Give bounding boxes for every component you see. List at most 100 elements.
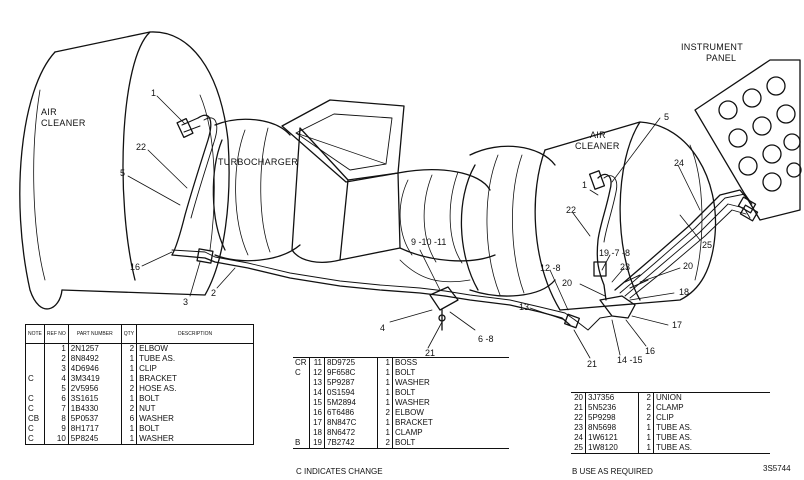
table-cell xyxy=(293,408,310,418)
table-cell: 1 xyxy=(121,394,138,404)
left-air-cleaner-label-2: CLEANER xyxy=(41,118,86,128)
header-qty: QTY xyxy=(121,324,138,344)
table-cell: BOLT xyxy=(139,424,160,433)
table-cell: 1 xyxy=(377,398,393,408)
table-cell: CLAMP xyxy=(656,403,684,412)
callout-6-8: 6 -8 xyxy=(478,334,494,344)
table-cell: 2 xyxy=(44,354,69,364)
table-cell: 9F658C xyxy=(324,368,378,378)
table-cell: 2 xyxy=(121,384,138,394)
table-cell: 5P9298 xyxy=(585,413,639,423)
table-cell: 1 xyxy=(638,433,654,443)
callout-22-right: 22 xyxy=(566,205,577,215)
table-cell: 1 xyxy=(377,428,393,438)
table-cell: 6 xyxy=(121,414,138,424)
callout-16-right: 16 xyxy=(645,346,656,356)
table-cell: 2 xyxy=(121,404,138,414)
table-cell: 1B4330 xyxy=(68,404,122,414)
table-cell: 1 xyxy=(377,418,393,428)
table-cell: 8N5698 xyxy=(585,423,639,433)
callout-20-lower: 20 xyxy=(562,278,573,288)
table-cell: 8N847C xyxy=(324,418,378,428)
table-cell: 2V5956 xyxy=(68,384,122,394)
callout-5-right: 5 xyxy=(664,112,670,122)
header-part-number: PART NUMBER xyxy=(68,324,122,344)
table-cell: CLIP xyxy=(139,364,157,373)
table-cell: BOSS xyxy=(395,358,418,367)
table-cell: 1 xyxy=(121,374,138,384)
right-air-cleaner-label-1: AIR xyxy=(590,130,606,140)
table-cell: TUBE AS. xyxy=(656,423,693,432)
table-cell: 4D6946 xyxy=(68,364,122,374)
header-description: DESCRIPTION xyxy=(136,324,254,344)
table-cell: CR xyxy=(293,357,310,368)
table-cell: 9 xyxy=(44,424,69,434)
table-cell xyxy=(25,364,45,374)
table-cell: 1 xyxy=(638,423,654,433)
table-cell: 5P8245 xyxy=(68,434,122,445)
table-cell: 2 xyxy=(638,392,654,403)
callout-12-8: 12 -8 xyxy=(540,263,561,273)
table-cell: TUBE AS. xyxy=(139,354,176,363)
table-cell: 1 xyxy=(377,368,393,378)
table-cell: 5M2894 xyxy=(324,398,378,408)
parts-table-1: NOTE REF NO PART NUMBER QTY DESCRIPTION … xyxy=(25,324,255,445)
table-cell xyxy=(293,398,310,408)
table-cell: 8H1717 xyxy=(68,424,122,434)
callout-2: 2 xyxy=(211,288,217,298)
table-cell: TUBE AS. xyxy=(656,443,693,452)
table-cell: C xyxy=(25,424,45,434)
table-cell: 1 xyxy=(121,424,138,434)
parts-table-header: NOTE REF NO PART NUMBER QTY DESCRIPTION xyxy=(25,324,254,344)
table-cell: 5 xyxy=(44,384,69,394)
table-cell xyxy=(293,388,310,398)
table-cell: 2 xyxy=(638,413,654,423)
drawing-number: 3S5744 xyxy=(763,464,791,473)
change-footnote: C INDICATES CHANGE xyxy=(296,467,383,476)
table-cell: 5P0537 xyxy=(68,414,122,424)
table-cell: 1 xyxy=(377,357,393,368)
table-cell: BRACKET xyxy=(395,418,433,427)
callout-5-left: 5 xyxy=(120,168,126,178)
table-cell: 3S1615 xyxy=(68,394,122,404)
table-cell: CLIP xyxy=(656,413,674,422)
table-cell: 8D9725 xyxy=(324,357,378,368)
table-cell: 5N5236 xyxy=(585,403,639,413)
table-cell: BOLT xyxy=(395,368,416,377)
table-cell: ELBOW xyxy=(139,344,168,353)
table-cell: UNION xyxy=(656,393,682,402)
table-cell: 6 xyxy=(44,394,69,404)
table-cell xyxy=(25,384,45,394)
table-cell: CB xyxy=(25,414,45,424)
instrument-panel xyxy=(694,59,802,221)
right-turbo-housing xyxy=(460,145,556,297)
callout-21-right: 21 xyxy=(587,359,598,369)
table-cell: 8N8492 xyxy=(68,354,122,364)
callout-18: 18 xyxy=(679,287,690,297)
table-cell: C xyxy=(25,374,45,384)
instrument-panel-label-2: PANEL xyxy=(706,53,737,63)
callout-22-left: 22 xyxy=(136,142,147,152)
table-cell: 2N1257 xyxy=(68,343,122,354)
table-cell: B xyxy=(293,438,310,449)
table-cell: 16 xyxy=(309,408,325,418)
table-cell: 2 xyxy=(377,408,393,418)
turbocharger-label: TURBOCHARGER xyxy=(218,157,299,167)
table-cell: 5P9287 xyxy=(324,378,378,388)
right-air-cleaner xyxy=(534,121,717,311)
callout-20-upper: 20 xyxy=(683,261,694,271)
callout-25: 25 xyxy=(702,240,713,250)
table-cell: C xyxy=(25,434,45,445)
